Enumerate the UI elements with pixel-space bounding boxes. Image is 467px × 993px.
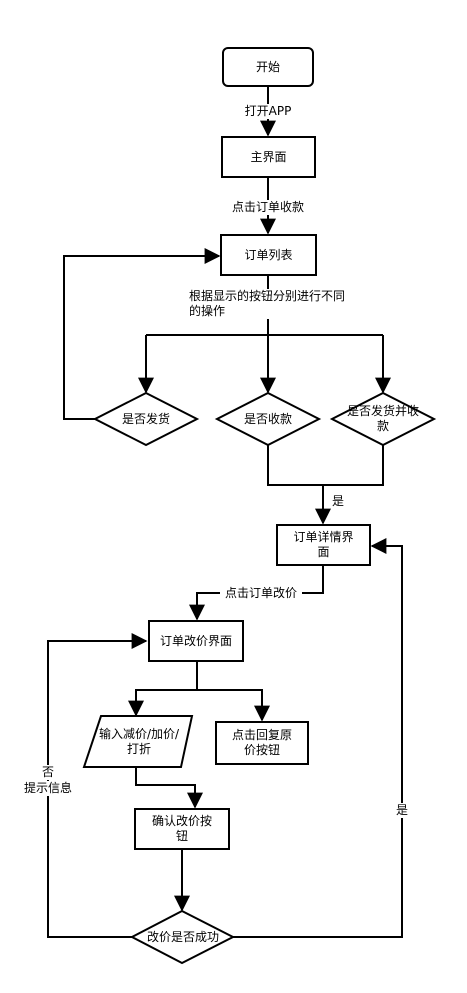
node-price-edit: 订单改价界面: [148, 620, 244, 662]
node-confirm-price: 确认改价按钮: [134, 808, 230, 850]
diamond-receive-label: 是否收款: [243, 411, 292, 426]
edge-label-click-order: 点击订单收款: [227, 200, 309, 215]
node-start: 开始: [222, 47, 314, 87]
node-main: 主界面: [221, 136, 316, 178]
edge-yes-loop: [233, 538, 403, 938]
edge-edit-split: [128, 661, 198, 717]
node-main-label: 主界面: [250, 149, 287, 164]
diamond-ship-label: 是否发货: [121, 411, 170, 426]
node-confirm-price-label: 确认改价按钮: [151, 814, 212, 843]
diamond-ship-receive: [329, 391, 437, 447]
node-order-list: 订单列表: [220, 234, 317, 276]
node-order-detail: 订单详情界面: [276, 524, 371, 566]
parallelogram-input-label: 输入减价/加价/打折: [98, 727, 180, 756]
diamond-ship: [92, 391, 200, 447]
node-order-detail-label: 订单详情界面: [293, 530, 354, 559]
diamond-ship-receive-label: 是否发货并收款: [346, 404, 419, 433]
edge-label-open-app: 打开APP: [240, 104, 296, 119]
node-start-label: 开始: [255, 59, 280, 74]
edge-merge: [267, 444, 384, 486]
edge-edit-restore: [197, 689, 270, 722]
edge-ship-loop: [63, 248, 221, 420]
edge-label-yes-detail: 是: [331, 494, 344, 508]
edge-label-click-edit: 点击订单改价: [220, 586, 302, 601]
parallelogram-input: [82, 715, 194, 768]
edge-label-by-button: 根据显示的按钮分别进行不同的操作: [189, 289, 347, 319]
edge-input-confirm: [135, 767, 203, 809]
edge-label-prompt: 提示信息: [20, 781, 76, 796]
node-order-list-label: 订单列表: [244, 247, 293, 262]
node-restore-price: 点击回复原价按钮: [215, 721, 309, 765]
edge-label-yes-back: 是: [394, 803, 410, 818]
node-restore-price-label: 点击回复原价按钮: [231, 728, 292, 757]
diamond-receive: [214, 391, 322, 447]
diamond-success: [129, 909, 236, 965]
node-price-edit-label: 订单改价界面: [160, 633, 233, 648]
diamond-success-label: 改价是否成功: [146, 929, 219, 944]
edge-label-no: 否: [40, 765, 56, 780]
